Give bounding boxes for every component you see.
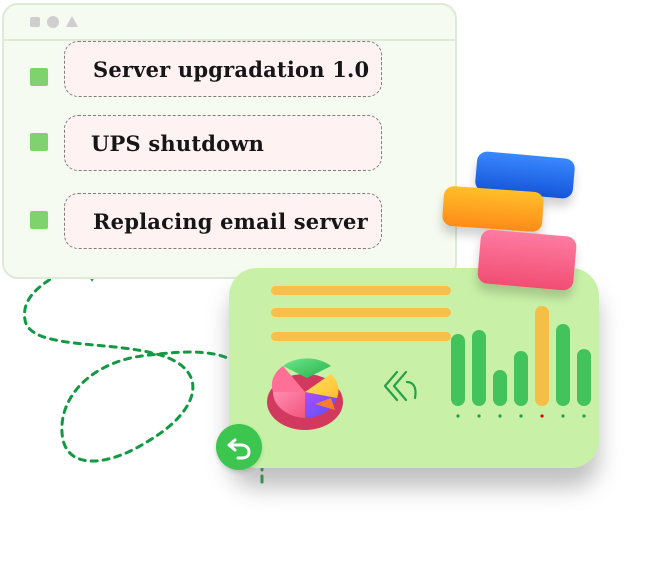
task-label: Replacing email server <box>93 208 368 234</box>
orange-note-icon <box>441 185 545 233</box>
task-label: Server upgradation 1.0 <box>93 56 370 82</box>
task-item[interactable]: Replacing email server <box>64 193 382 249</box>
bar-chart-icon <box>451 306 591 418</box>
bar <box>472 330 486 406</box>
bar <box>577 349 591 406</box>
text-line <box>271 286 451 295</box>
square-bullet-icon <box>30 133 48 151</box>
triangle-icon <box>66 16 78 27</box>
bar <box>451 334 465 406</box>
undo-icon <box>227 438 251 460</box>
dashboard-card <box>229 268 599 468</box>
pie-chart-icon <box>267 358 343 430</box>
bar-dot <box>540 414 544 418</box>
square-bullet-icon <box>30 68 48 86</box>
square-icon <box>30 17 40 27</box>
bar <box>556 324 570 406</box>
bar-dot <box>561 414 565 418</box>
task-label: UPS shutdown <box>91 130 265 156</box>
window-titlebar <box>4 5 455 41</box>
square-bullet-icon <box>30 211 48 229</box>
circle-icon <box>47 16 59 28</box>
bar <box>493 370 507 406</box>
task-item[interactable]: UPS shutdown <box>64 115 382 171</box>
bar-dot <box>498 414 502 418</box>
double-chevron-left-icon[interactable] <box>377 364 421 404</box>
bar <box>514 351 528 406</box>
bar-dot <box>519 414 523 418</box>
text-line <box>271 308 451 317</box>
undo-button[interactable] <box>216 424 262 470</box>
pink-note-icon <box>476 228 578 292</box>
bar-dot <box>456 414 460 418</box>
task-window: Server upgradation 1.0 UPS shutdown Repl… <box>2 3 457 279</box>
bar-dot <box>477 414 481 418</box>
bar <box>535 306 549 406</box>
task-item[interactable]: Server upgradation 1.0 <box>64 41 382 97</box>
bar-dot <box>582 414 586 418</box>
text-line <box>271 332 451 341</box>
